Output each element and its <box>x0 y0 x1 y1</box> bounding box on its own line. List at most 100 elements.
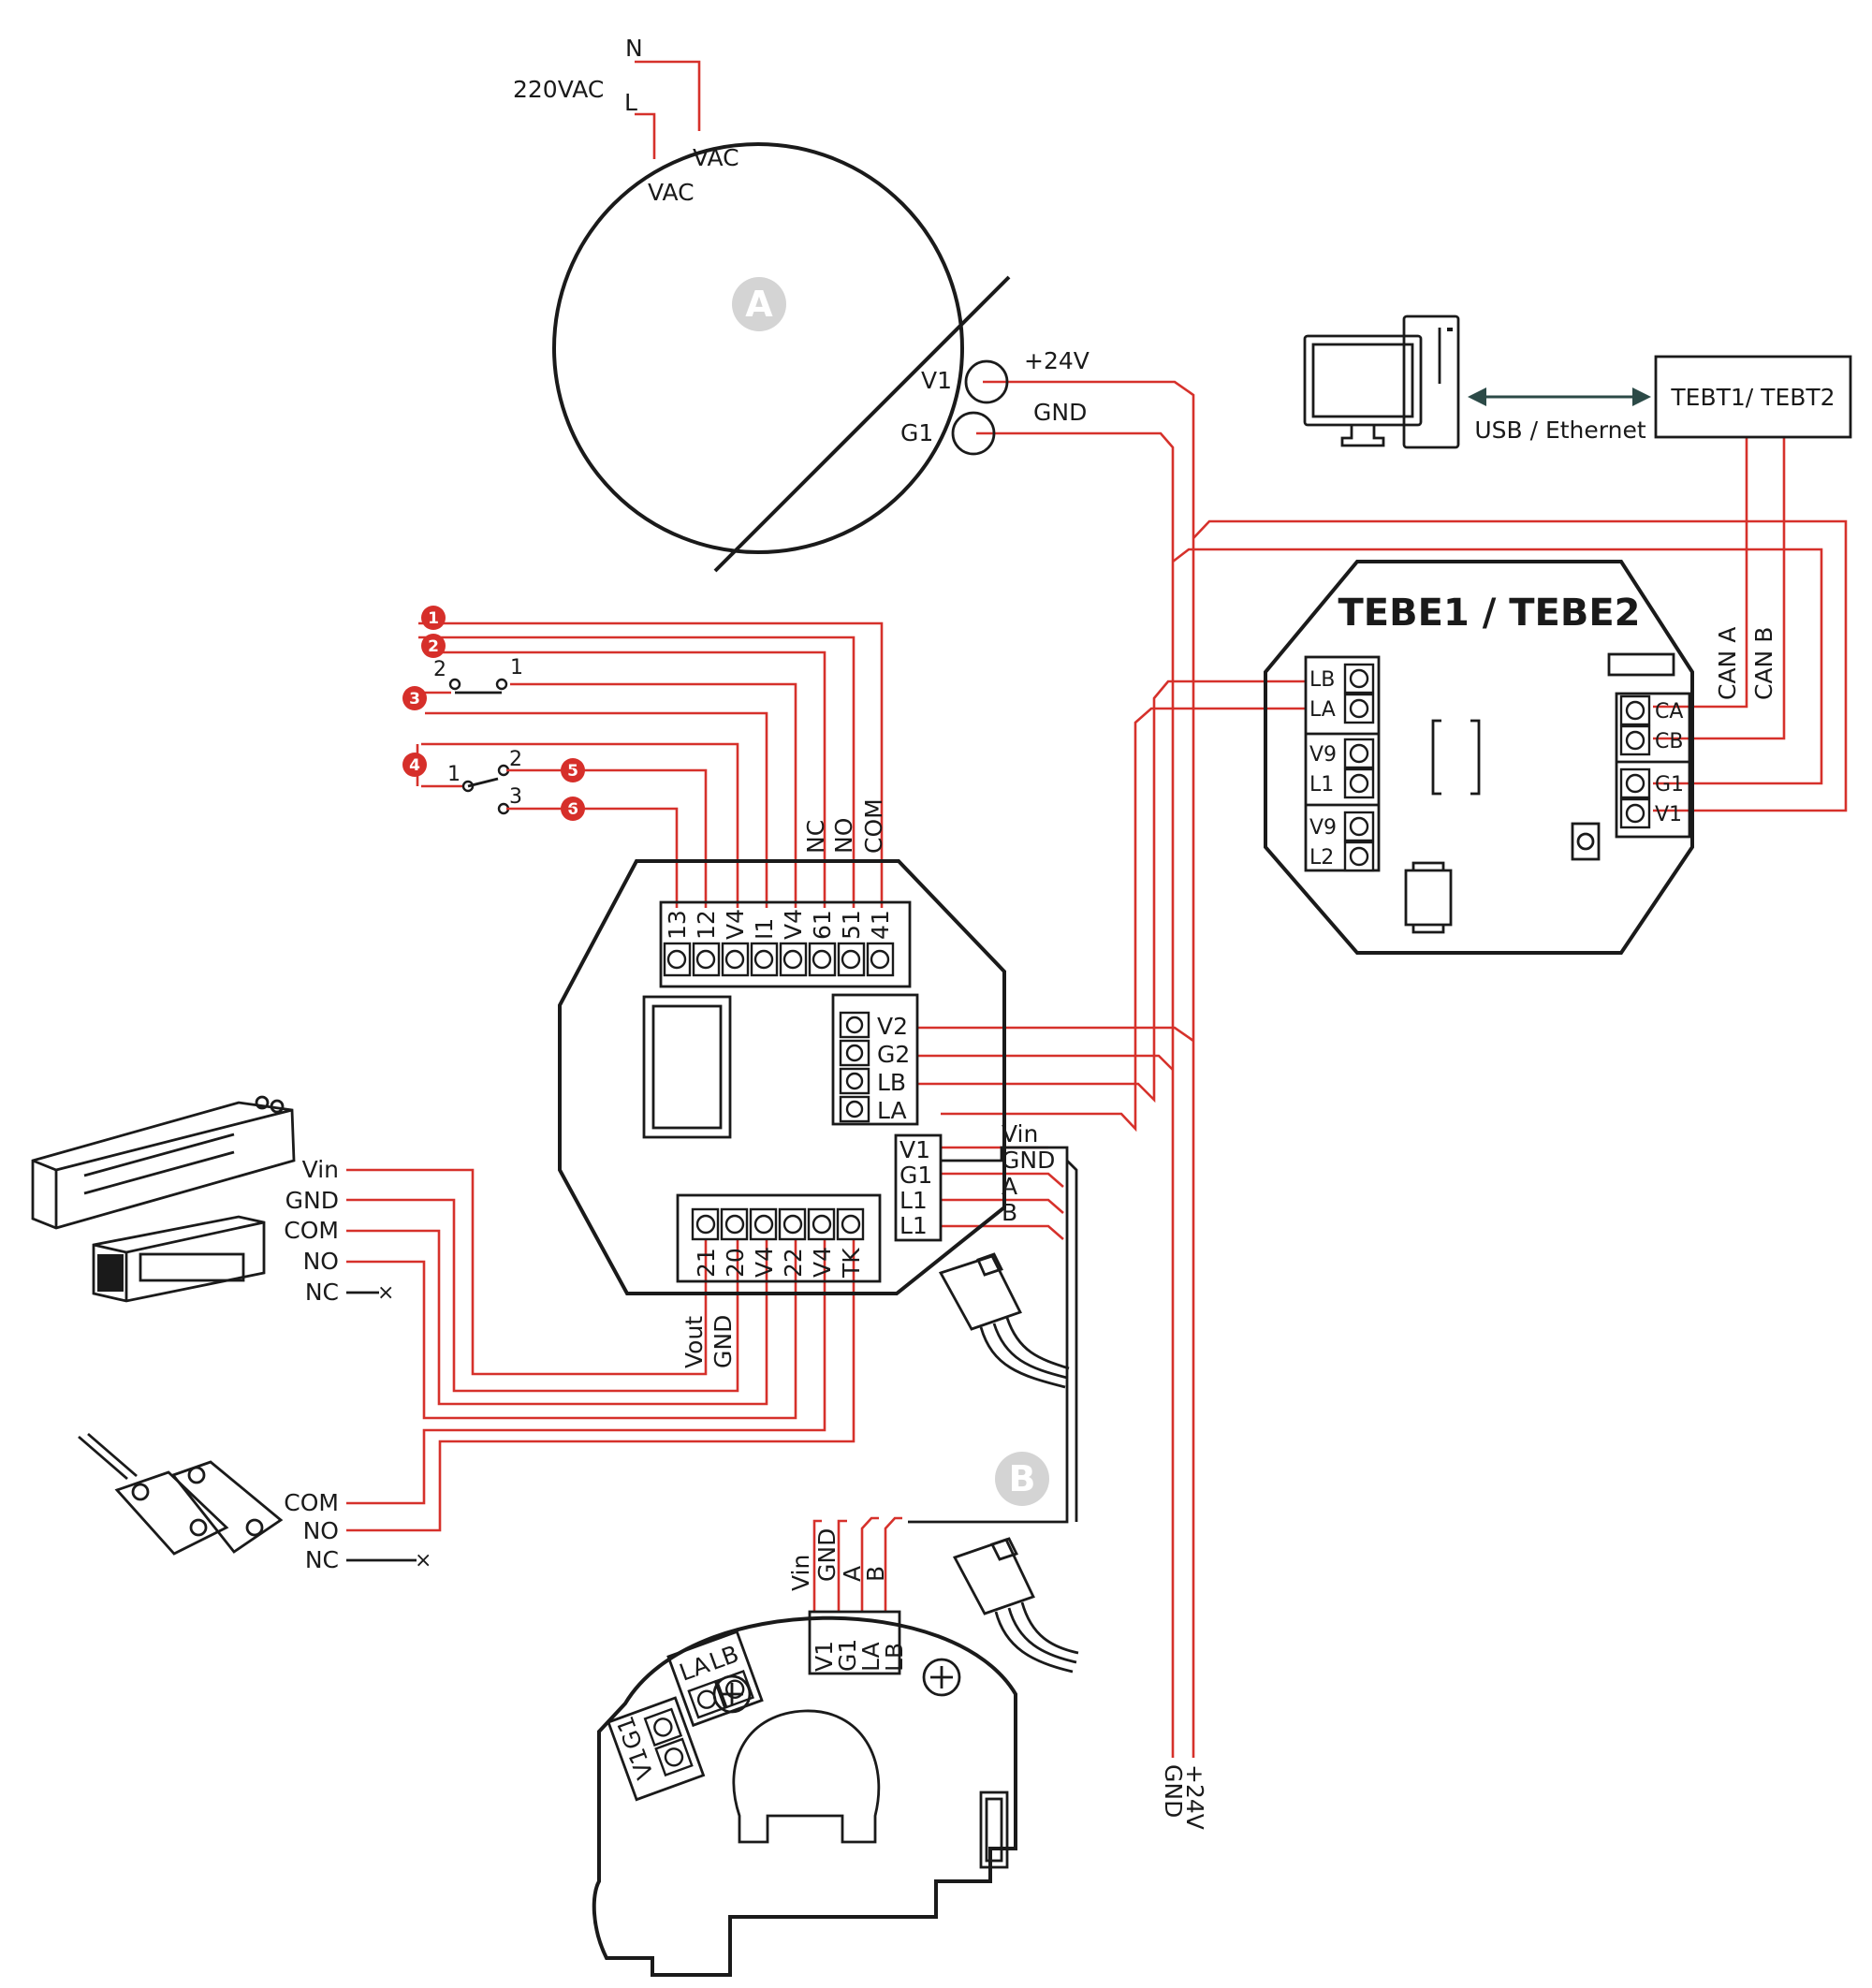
wire-reader-l1a <box>941 1198 1064 1214</box>
reader-term-l1b: L1 <box>899 1212 928 1239</box>
wire-in-51 <box>418 636 856 908</box>
tebe-left-screws <box>1343 663 1375 872</box>
top-term-51: 51 <box>838 910 865 940</box>
controller-body <box>558 859 1006 1295</box>
wire-bus-g1 <box>1172 548 1823 785</box>
tebe-button <box>1571 822 1601 861</box>
wire-line <box>635 112 656 159</box>
power-supply: A 220VAC N L VAC VAC V1 G1 +24V GND <box>513 35 1090 573</box>
wires <box>346 60 1848 1758</box>
controller: 13 12 V4 I1 V4 61 51 41 NC NO COM V2 G2 … <box>558 798 1055 1368</box>
tebt-box <box>1654 355 1852 439</box>
top-term-i1: I1 <box>751 918 778 940</box>
svg-text:2: 2 <box>428 637 439 656</box>
reader-sig-vin: Vin <box>1002 1120 1038 1147</box>
bus-gnd-label: GND <box>1160 1764 1187 1818</box>
wire-lock-com <box>346 1229 768 1406</box>
inputs: 1 2 3 4 5 6 2 1 1 2 3 <box>402 606 585 821</box>
tebe-term-g1: G1 <box>1655 773 1684 797</box>
tebe-term-v9b: V9 <box>1309 816 1337 840</box>
can-b-label: CAN B <box>1750 627 1777 700</box>
svg-text:LB: LB <box>706 1640 742 1675</box>
power-supply-divider <box>713 275 1011 573</box>
wire-in-13 <box>573 807 679 908</box>
rj-connector-1 <box>938 1252 1070 1389</box>
rb-sig-b: B <box>862 1566 889 1582</box>
electric-lock: Vin GND COM NO NC × <box>31 1095 394 1306</box>
svg-text:3: 3 <box>409 690 420 709</box>
wire-in-i1 <box>425 711 768 908</box>
tebe-term-cb: CB <box>1655 730 1683 753</box>
wire-ctrl-v2 <box>917 1026 1194 1043</box>
svg-text:2: 2 <box>433 658 446 681</box>
tebe-right-screws <box>1619 694 1651 829</box>
pc-link: USB / Ethernet TEBT1/ TEBT2 <box>1303 314 1852 449</box>
wire-rb-gnd <box>837 1519 847 1612</box>
tebe-chip-bracket-left <box>1431 719 1441 796</box>
top-terminal-strip <box>659 900 912 988</box>
tebe-term-ca: CA <box>1655 700 1683 724</box>
wire-lock-no <box>346 1235 797 1420</box>
door-sensor: COM NO NC × <box>78 1432 431 1573</box>
reader-cable-2 <box>1066 1160 1078 1522</box>
tebe-module: TEBE1 / TEBE2 LB LA V9 L1 V9 L2 CA CB G1… <box>1264 560 1777 955</box>
badge-a-label: A <box>745 284 773 325</box>
sensor-no: NO <box>303 1517 339 1544</box>
switch-a: 2 1 <box>433 656 523 694</box>
wire-ctrl-lb <box>917 680 1306 1104</box>
tebe-term-l1: L1 <box>1309 773 1334 797</box>
vac-label-2: VAC <box>648 179 695 206</box>
top-term-v4b: V4 <box>780 909 807 940</box>
rb-term-la: LA <box>857 1642 885 1672</box>
svg-text:4: 4 <box>409 756 420 775</box>
rb-screw-2 <box>922 1658 961 1697</box>
lock-vin: Vin <box>302 1156 339 1183</box>
wire-door-com <box>346 1235 826 1505</box>
rb-connector <box>979 1791 1009 1869</box>
rb-term-lb: LB <box>881 1643 908 1672</box>
bottom-term-v4b: V4 <box>809 1247 836 1278</box>
sensor-cable <box>78 1435 128 1481</box>
usb-ethernet-label: USB / Ethernet <box>1474 417 1646 444</box>
wire-psu-gnd <box>976 431 1175 1758</box>
g1-label: G1 <box>900 419 933 446</box>
tebe-jumper <box>1607 652 1675 677</box>
bus-plus-label: +24V <box>1181 1764 1208 1830</box>
wire-in-41 <box>418 621 884 908</box>
reader-board-terminal <box>808 1610 901 1675</box>
sensor-com: COM <box>284 1489 339 1516</box>
lock-no: NO <box>303 1248 339 1275</box>
tebe-term-v1: V1 <box>1655 803 1682 826</box>
wire-neutral <box>635 60 701 131</box>
sensor-body-1 <box>114 1470 229 1556</box>
wire-in-v4b <box>421 742 739 908</box>
reader-term-g1: G1 <box>899 1162 932 1189</box>
usb-arrow-head-left <box>1468 387 1486 406</box>
wire-rb-a <box>860 1516 879 1612</box>
svg-text:3: 3 <box>509 785 522 809</box>
top-term-41: 41 <box>867 910 894 940</box>
svg-text:1: 1 <box>428 609 439 628</box>
tebe-right-block <box>1615 692 1691 839</box>
rb-term-g1: G1 <box>834 1639 861 1672</box>
wire-in-61 <box>425 650 826 908</box>
reader-cable <box>908 1146 1069 1524</box>
rj-connector-2 <box>952 1537 1079 1674</box>
lock-nc: NC <box>305 1279 339 1306</box>
bottom-term-tk: TK <box>838 1248 865 1279</box>
neutral-label: N <box>625 35 643 62</box>
wire-door-no <box>346 1235 856 1532</box>
plus24v-label: +24V <box>1024 347 1090 374</box>
tebe-term-la: LA <box>1309 698 1336 722</box>
wire-lock-vin <box>346 1168 708 1376</box>
vac-label-1: VAC <box>693 144 739 171</box>
badge-a <box>732 277 786 331</box>
pc-monitor <box>1303 334 1423 427</box>
bus-term-v2: V2 <box>877 1013 908 1040</box>
switch-b: 1 2 3 <box>447 748 522 815</box>
wire-psu-plus <box>983 380 1195 1758</box>
strike-body <box>92 1215 266 1303</box>
rb-screw-1 <box>712 1674 752 1714</box>
wire-can-a <box>1653 437 1748 709</box>
